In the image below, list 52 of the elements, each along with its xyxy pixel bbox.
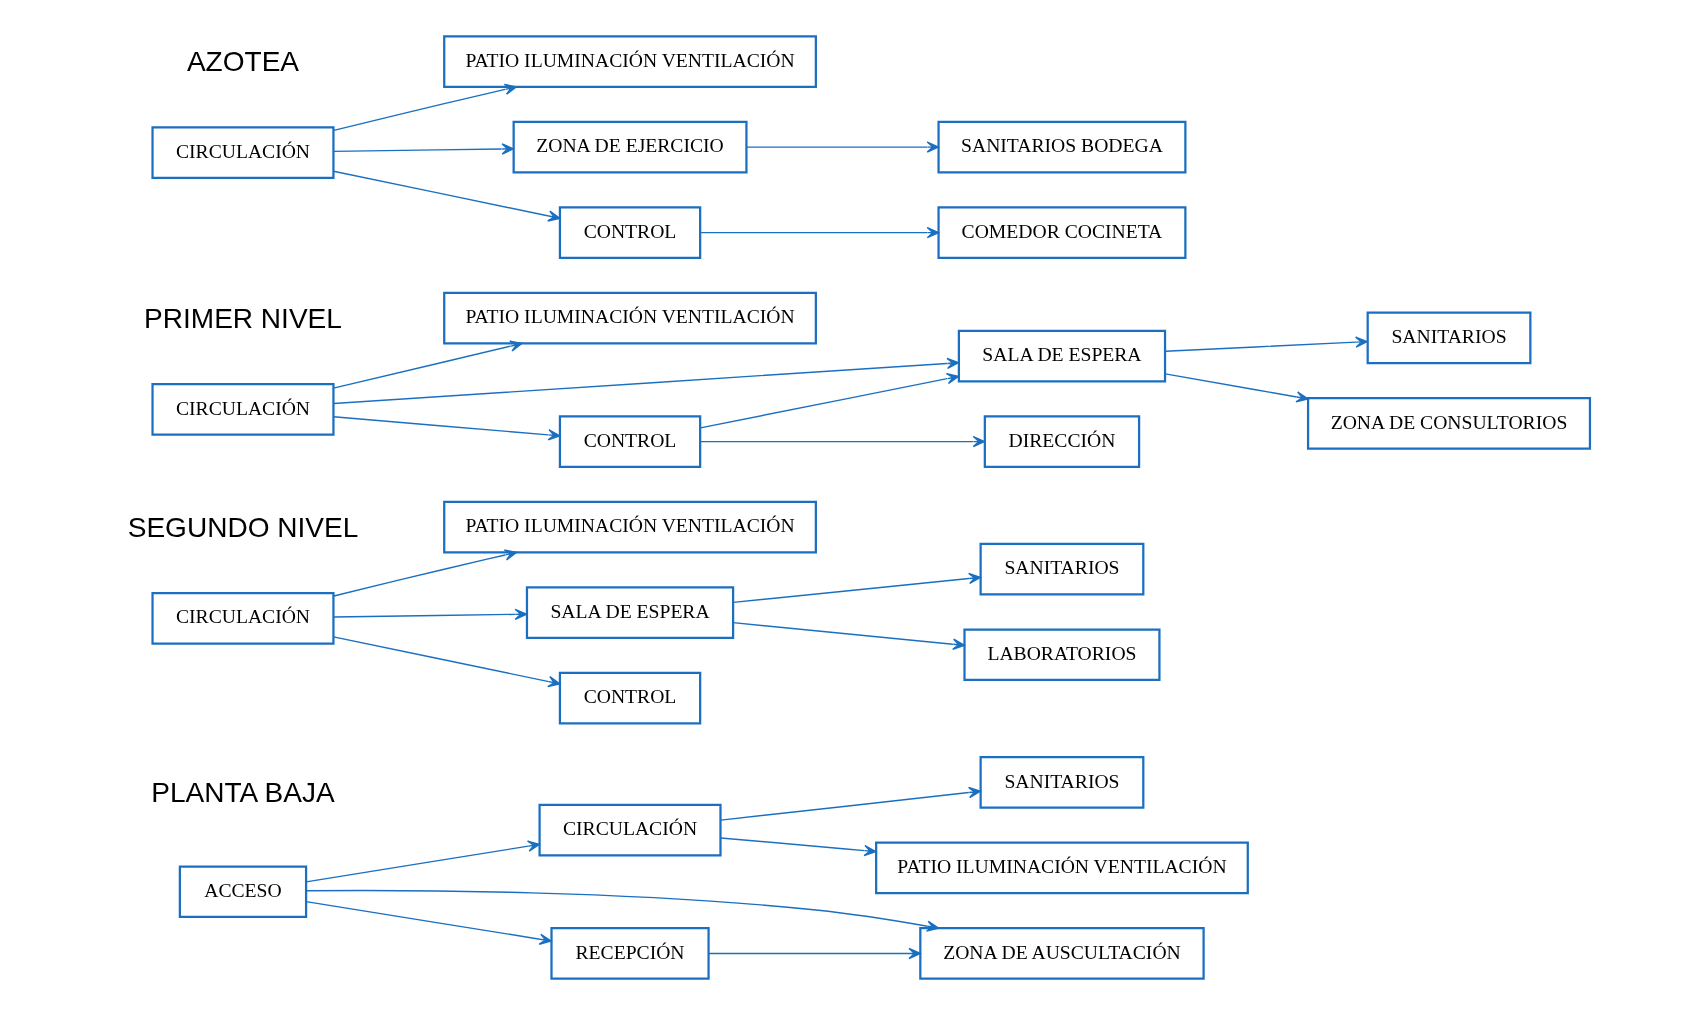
arrow [332,357,959,405]
arrow [304,900,552,945]
arrow [332,143,514,155]
node-box: ZONA DE CONSULTORIOS [1306,397,1591,450]
node-box: ZONA DE EJERCICIO [512,120,748,174]
node-box: SANITARIOS [979,756,1144,809]
node-box: COMEDOR COCINETA [936,206,1186,259]
node-box: LABORATORIOS [962,628,1161,682]
label: AZOTEA [186,46,299,78]
node-box: PATIO ILUMINACIÓN VENTILACIÓN [874,841,1249,895]
arrow [745,141,939,153]
arrow [731,621,965,650]
arrow [332,549,517,597]
arrow [731,572,981,604]
arrow [304,840,540,883]
label: PLANTA BAJA [150,777,335,808]
node-box: PATIO ILUMINACIÓN VENTILACIÓN [442,291,817,345]
arrow [332,170,560,222]
node-box: SANITARIOS [1366,311,1531,365]
node-box: SALA DE ESPERA [957,329,1166,383]
arrow [332,340,523,389]
node-box: ZONA DE AUSCULTACIÓN [918,927,1205,980]
label: SEGUNDO NIVEL [127,511,358,543]
arrow [1164,373,1309,403]
arrow [332,608,527,621]
node-box: SALA DE ESPERA [525,586,734,640]
node-box: CONTROL [558,206,701,259]
node-box: SANITARIOS [979,542,1144,596]
node-box: CIRCULACIÓN [150,591,335,645]
label: PRIMER NIVEL [143,303,342,334]
arrow [332,636,560,688]
arrow [332,83,517,132]
arrow [719,786,981,821]
arrow [699,372,959,429]
arrow [305,889,939,932]
node-box: CIRCULACIÓN [150,126,335,180]
arrow [1164,336,1368,352]
node-box: CIRCULACIÓN [150,382,335,436]
node-box: SANITARIOS BODEGA [936,120,1186,174]
arrow [707,947,921,960]
arrow [699,226,939,239]
node-box: CONTROL [558,415,701,468]
node-box: CONTROL [558,671,701,725]
node-box: ACCESO [178,865,307,919]
node-box: PATIO ILUMINACIÓN VENTILACIÓN [442,35,817,88]
node-box: RECEPCIÓN [549,927,710,980]
node-box: PATIO ILUMINACIÓN VENTILACIÓN [442,500,817,554]
node-box: CIRCULACIÓN [537,803,722,857]
arrow [332,416,560,441]
arrow [699,435,985,448]
node-box: DIRECCIÓN [983,415,1140,468]
arrow [719,837,876,857]
